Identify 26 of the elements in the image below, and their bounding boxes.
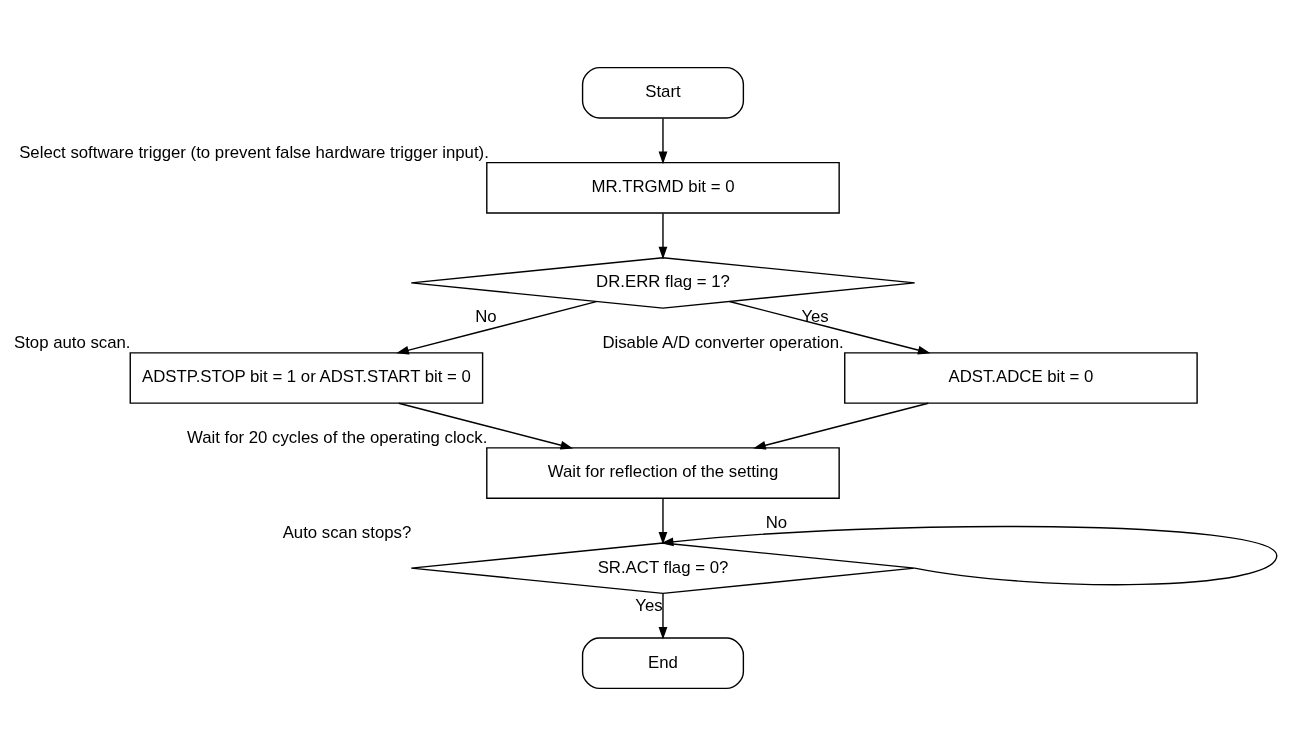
edge-label: Yes [801, 307, 829, 327]
node-box: Start [581, 66, 745, 119]
node-label: Auto scan stops? [282, 523, 412, 543]
node-box: End [581, 637, 745, 690]
arrow [753, 402, 929, 450]
edge-label: No [765, 512, 788, 532]
arrow [396, 300, 598, 355]
node-diamond: SR.ACT flag = 0? [410, 542, 916, 595]
edge-label: Yes [635, 595, 663, 615]
node-box: ADSTP.STOP bit = 1 or ADST.START bit = 0 [129, 352, 484, 404]
node-diamond: DR.ERR flag = 1? [410, 257, 916, 309]
arrow [660, 525, 1278, 586]
edge-label: No [475, 307, 497, 327]
arrow [728, 300, 931, 355]
arrow [658, 498, 668, 545]
node-label: Select software trigger (to prevent false hardware trigger input). [19, 142, 489, 162]
node-label: Stop auto scan. [13, 333, 131, 353]
node-label: Disable A/D converter operation. [602, 333, 844, 353]
arrow [398, 402, 574, 450]
arrow [658, 593, 668, 640]
node-label: Wait for 20 cycles of the operating clock. [187, 428, 488, 448]
arrow [658, 212, 668, 260]
node-box: Wait for reflection of the setting [486, 447, 840, 499]
arrow [658, 117, 668, 165]
node-box: ADST.ADCE bit = 0 [844, 352, 1198, 404]
node-box: MR.TRGMD bit = 0 [486, 161, 840, 214]
